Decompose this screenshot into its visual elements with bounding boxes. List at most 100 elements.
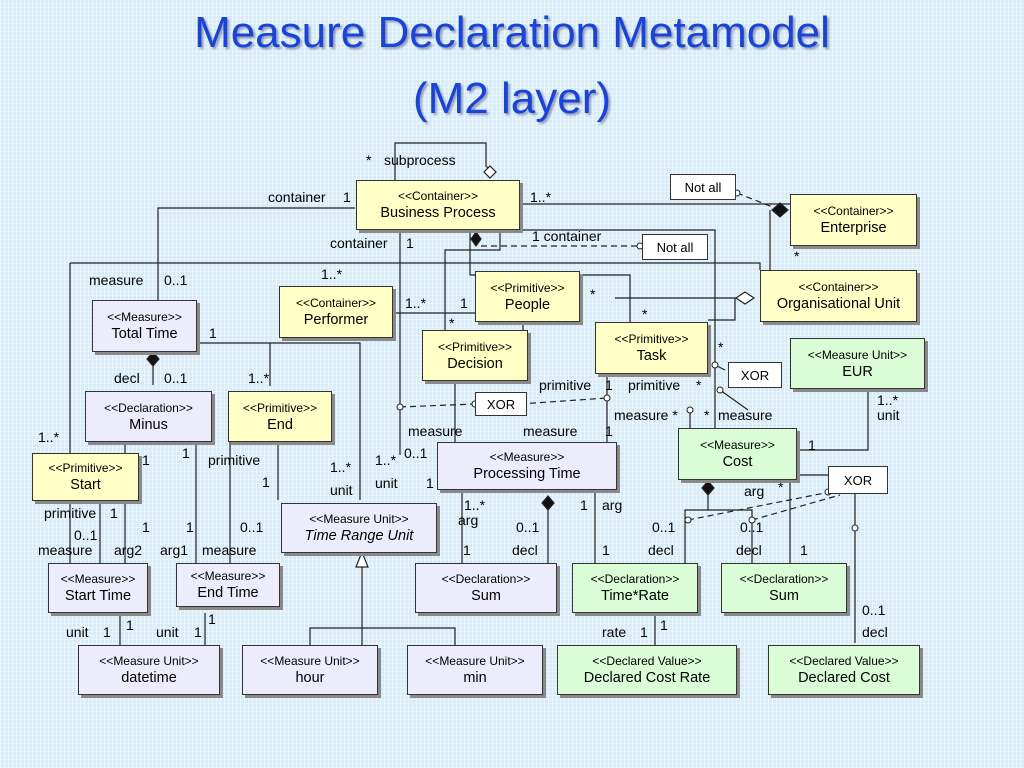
role-label: rate bbox=[602, 624, 627, 640]
role-label: unit bbox=[375, 475, 398, 491]
enterprise-box[interactable]: <<Container>> Enterprise bbox=[790, 194, 917, 246]
multiplicity-label: 1 bbox=[605, 423, 613, 439]
multiplicity-label: 1 bbox=[194, 624, 202, 640]
role-label: decl bbox=[512, 542, 538, 558]
multiplicity-label: 1..* bbox=[321, 266, 343, 282]
min-box[interactable]: <<Measure Unit>> min bbox=[407, 645, 543, 695]
datetime-box[interactable]: <<Measure Unit>> datetime bbox=[78, 645, 220, 695]
performer-box[interactable]: <<Container>> Performer bbox=[279, 286, 393, 338]
stereotype-label: <<Declaration>> bbox=[590, 572, 680, 586]
declared-cost-box[interactable]: <<Declared Value>> Declared Cost bbox=[768, 645, 920, 695]
business-process-box[interactable]: <<Container>> Business Process bbox=[356, 180, 520, 230]
class-name: Enterprise bbox=[820, 220, 887, 236]
note-not-all-2: Not all bbox=[642, 234, 708, 260]
people-box[interactable]: <<Primitive>> People bbox=[475, 271, 580, 322]
class-name: Organisational Unit bbox=[776, 296, 901, 312]
processing-time-box[interactable]: <<Measure>> Processing Time bbox=[437, 442, 617, 490]
role-label: unit bbox=[330, 482, 353, 498]
role-label: primitive bbox=[208, 452, 261, 468]
role-label: measure bbox=[718, 407, 773, 423]
multiplicity-label: * bbox=[718, 339, 724, 355]
class-name: EUR bbox=[842, 363, 873, 380]
stereotype-label: <<Primitive>> bbox=[242, 400, 318, 415]
declared-cost-rate-box[interactable]: <<Declared Value>> Declared Cost Rate bbox=[557, 645, 737, 695]
multiplicity-label: * bbox=[778, 479, 784, 495]
bp-top-outer bbox=[70, 262, 761, 270]
note-xor-2: XOR bbox=[728, 362, 782, 388]
class-name: End bbox=[267, 416, 293, 433]
start-time-box[interactable]: <<Measure>> Start Time bbox=[48, 563, 148, 613]
start-box[interactable]: <<Primitive>> Start bbox=[32, 453, 139, 501]
bp-org-line bbox=[444, 232, 501, 330]
stereotype-label: <<Container>> bbox=[397, 189, 479, 203]
stereotype-label: <<Container>> bbox=[295, 296, 377, 310]
eur-box[interactable]: <<Measure Unit>> EUR bbox=[790, 338, 925, 389]
multiplicity-label: 1..* bbox=[248, 370, 270, 386]
sum-box-2[interactable]: <<Declaration>> Sum bbox=[721, 563, 847, 613]
multiplicity-label: 1..* bbox=[877, 392, 899, 408]
multiplicity-label: * bbox=[449, 315, 455, 331]
subprocess-diamond bbox=[483, 165, 497, 179]
time-range-unit-box[interactable]: <<Measure Unit>> Time Range Unit bbox=[281, 503, 437, 553]
multiplicity-label: 1 bbox=[460, 295, 468, 311]
role-label: measure bbox=[89, 272, 144, 288]
multiplicity-label: 1..* bbox=[38, 429, 60, 445]
xor3-dashed bbox=[687, 489, 841, 521]
role-label: primitive bbox=[44, 505, 97, 521]
role-label: measure bbox=[202, 542, 257, 558]
class-name: Time*Rate bbox=[601, 588, 669, 604]
task-box[interactable]: <<Primitive>> Task bbox=[595, 322, 708, 374]
cost-dc bbox=[797, 474, 856, 643]
time-rate-box[interactable]: <<Declaration>> Time*Rate bbox=[572, 563, 698, 613]
xor1-dashed-b bbox=[519, 397, 608, 405]
end-box[interactable]: <<Primitive>> End bbox=[228, 391, 332, 442]
stereotype-label: <<Declaration>> bbox=[739, 572, 829, 586]
class-name: End Time bbox=[197, 585, 259, 601]
pt-diamond bbox=[541, 495, 555, 511]
enterprise-notall bbox=[736, 192, 781, 211]
multiplicity-label: 1 bbox=[186, 519, 194, 535]
xor1-dashed bbox=[399, 403, 476, 408]
stereotype-label: <<Primitive>> bbox=[437, 339, 513, 354]
decision-box[interactable]: <<Primitive>> Decision bbox=[422, 330, 528, 381]
role-label: primitive bbox=[628, 377, 681, 393]
multiplicity-label: 1..* bbox=[375, 452, 397, 468]
note-not-all-1: Not all bbox=[670, 174, 736, 200]
bp-diamond-filled bbox=[470, 230, 482, 248]
multiplicity-label: 1 bbox=[660, 617, 668, 633]
multiplicity-label: 1 bbox=[142, 452, 150, 468]
role-label: decl bbox=[862, 624, 888, 640]
class-name: Decision bbox=[447, 355, 503, 372]
class-name: Business Process bbox=[380, 205, 496, 221]
stereotype-label: <<Declared Value>> bbox=[592, 654, 702, 668]
multiplicity-label: * bbox=[590, 286, 596, 302]
stereotype-label: <<Declaration>> bbox=[104, 400, 193, 415]
role-label: arg bbox=[602, 497, 623, 513]
total-time-box[interactable]: <<Measure>> Total Time bbox=[92, 300, 197, 352]
generalization-triangle bbox=[355, 550, 369, 568]
hour-box[interactable]: <<Measure Unit>> hour bbox=[242, 645, 378, 695]
multiplicity-label: 1 bbox=[343, 189, 351, 205]
end-time-box[interactable]: <<Measure>> End Time bbox=[176, 563, 280, 607]
stereotype-label: <<Declared Value>> bbox=[789, 654, 899, 668]
minus-box[interactable]: <<Declaration>> Minus bbox=[85, 391, 212, 442]
cost-sum2 bbox=[708, 509, 753, 563]
class-name: Cost bbox=[722, 454, 753, 470]
class-name: Declared Cost bbox=[798, 670, 890, 686]
multiplicity-label: 1 bbox=[808, 437, 816, 453]
role-label: measure bbox=[38, 542, 93, 558]
class-name: Start Time bbox=[64, 588, 132, 604]
stereotype-label: <<Primitive>> bbox=[490, 280, 565, 295]
sum-box-1[interactable]: <<Declaration>> Sum bbox=[415, 563, 557, 613]
stereotype-label: <<Container>> bbox=[798, 280, 879, 294]
class-name: Time Range Unit bbox=[304, 528, 414, 544]
role-label: measure bbox=[408, 423, 463, 439]
multiplicity-label: 0..1 bbox=[164, 370, 188, 386]
multiplicity-label: 1 bbox=[605, 377, 613, 393]
cost-box[interactable]: <<Measure>> Cost bbox=[678, 428, 797, 480]
note-xor-1: XOR bbox=[475, 392, 527, 416]
role-label: measure bbox=[523, 423, 578, 439]
class-name: datetime bbox=[121, 670, 177, 686]
multiplicity-label: 1 bbox=[640, 624, 648, 640]
organisational-unit-box[interactable]: <<Container>> Organisational Unit bbox=[760, 270, 917, 322]
